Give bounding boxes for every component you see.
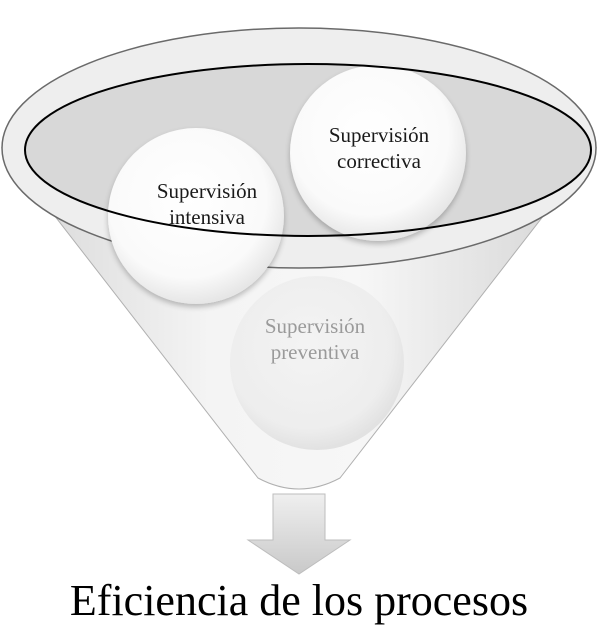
bubble-label-corrective-line1: Supervisión [328, 123, 430, 147]
bubble-label-corrective: Supervisión correctiva [284, 122, 474, 175]
bubble-label-intensive-line1: Supervisión [156, 179, 258, 203]
result-label: Eficiencia de los procesos [69, 576, 529, 625]
bubble-label-preventive-line2: preventiva [270, 340, 360, 365]
bubble-corrective [290, 65, 466, 241]
bubble-label-preventive: Supervisión preventiva [230, 313, 400, 366]
bubble-label-intensive: Supervisión intensiva [112, 178, 302, 231]
bubble-preventive [230, 276, 404, 450]
funnel-rim-line [24, 63, 592, 237]
bubble-label-preventive-line1: Supervisión [264, 314, 366, 338]
bubble-label-intensive-line2: intensiva [169, 205, 245, 230]
bubble-label-corrective-line2: correctiva [337, 149, 421, 174]
bubble-intensive [108, 128, 284, 304]
down-arrow-icon [246, 493, 352, 575]
